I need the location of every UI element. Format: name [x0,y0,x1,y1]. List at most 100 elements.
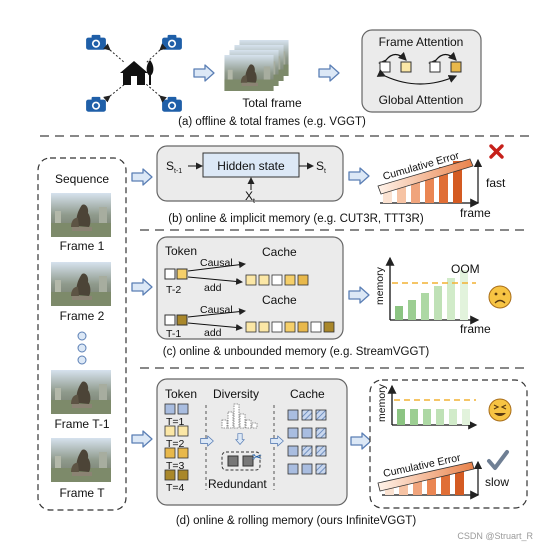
bar [449,409,457,425]
panel-d: Token Diversity Cache T=1T=2T=3T=4 ✂ Red… [131,378,528,527]
cache-token [287,463,299,475]
token-label: Token [165,387,197,401]
flow-arrow [131,430,153,448]
bar [397,185,406,203]
camera-rig [86,34,182,112]
cache-label: Cache [262,293,297,307]
bar [447,278,455,320]
bar [399,482,408,495]
redundant-group [221,451,261,471]
token [450,61,462,73]
input-x-label: Xt [245,189,255,205]
cache-token [258,321,270,333]
bar [395,306,403,320]
cache-token [245,274,257,286]
token [164,469,176,481]
check-icon [487,450,509,470]
sad-face-icon [488,285,512,309]
hidden-state-box [202,152,300,178]
camera-icon [162,34,182,50]
token [164,447,176,459]
caption-d: (d) online & rolling memory (ours Infini… [176,515,416,527]
cache-token [301,409,313,421]
attention-module: Frame Attention Global Attention [361,29,482,113]
panel-c: Token Cache T-2 Causal add Cache T-1 Cau… [131,236,512,358]
total-frame-stack [224,40,289,91]
bar [427,476,436,495]
bar [397,409,405,425]
cache-token [315,409,327,421]
flow-arrow [348,286,370,304]
frame-thumbnail [51,262,111,306]
token [164,403,176,415]
state-out-label: St [316,159,326,175]
flow-arrow [131,278,153,296]
bar [413,479,422,495]
frame-thumbnail [51,438,111,482]
bar [434,286,442,320]
cache-token [284,274,296,286]
unbounded-memory-box [156,236,344,340]
cache-token [301,463,313,475]
bar [408,300,416,320]
oom-label: OOM [451,262,480,276]
cache-token [284,321,296,333]
panel-b: St-1 Hidden state St Xt Cumulative Error… [131,144,506,225]
cache-token [301,427,313,439]
frame-label: Frame 1 [60,239,105,253]
token [164,425,176,437]
cache-token [315,427,327,439]
frame-attention-label: Frame Attention [379,35,464,49]
x-axis-label: frame [460,206,491,220]
caption-b: (b) online & implicit memory (e.g. CUT3R… [168,213,424,225]
error-ribbon [377,158,474,195]
error-speed-chart: Cumulative Error fast frame [377,144,506,220]
caption-a: (a) offline & total frames (e.g. VGGT) [178,116,366,128]
scissors-icon: ✂ [252,450,262,464]
bar [455,470,464,495]
speed-label: fast [486,176,506,190]
y-axis-label: memory [374,266,386,305]
cache-token [297,274,309,286]
cache-label: Cache [262,245,297,259]
bar [421,293,429,320]
camera-icon [162,96,182,112]
global-attention-label: Global Attention [379,93,464,107]
bar [423,409,431,425]
frame-label: Frame T-1 [54,417,109,431]
cache-token [315,445,327,457]
cache-token [287,427,299,439]
token [177,403,189,415]
total-frame-label: Total frame [242,96,302,110]
bar [439,167,448,203]
bar [411,179,420,203]
x-axis-label: frame [460,322,491,336]
state-in-label: St-1 [166,159,182,175]
panel-a: Total frame Frame Attention Global Atten… [86,29,482,128]
cache-token [245,321,257,333]
bar [425,173,434,203]
frame-thumbnail [224,55,274,91]
hidden-state-label: Hidden state [217,159,285,173]
memory-chart-bounded: memory [376,383,512,430]
step-label: T=3 [166,460,185,472]
cache-token [323,321,335,333]
cache-token [315,463,327,475]
bar [383,191,392,203]
cache-token [271,274,283,286]
bar [441,473,450,495]
step-label: T=2 [166,438,185,450]
flow-arrow [318,64,340,82]
token [164,314,176,326]
flow-arrow [193,64,215,82]
flow-arrow [348,167,370,185]
token [176,314,188,326]
sequence-title: Sequence [55,172,109,186]
token [429,61,441,73]
causal-label: Causal [200,304,233,316]
house-icon [120,60,154,85]
token [177,447,189,459]
cache-token [297,321,309,333]
step-label: T-2 [166,284,181,296]
cache-token [310,321,322,333]
